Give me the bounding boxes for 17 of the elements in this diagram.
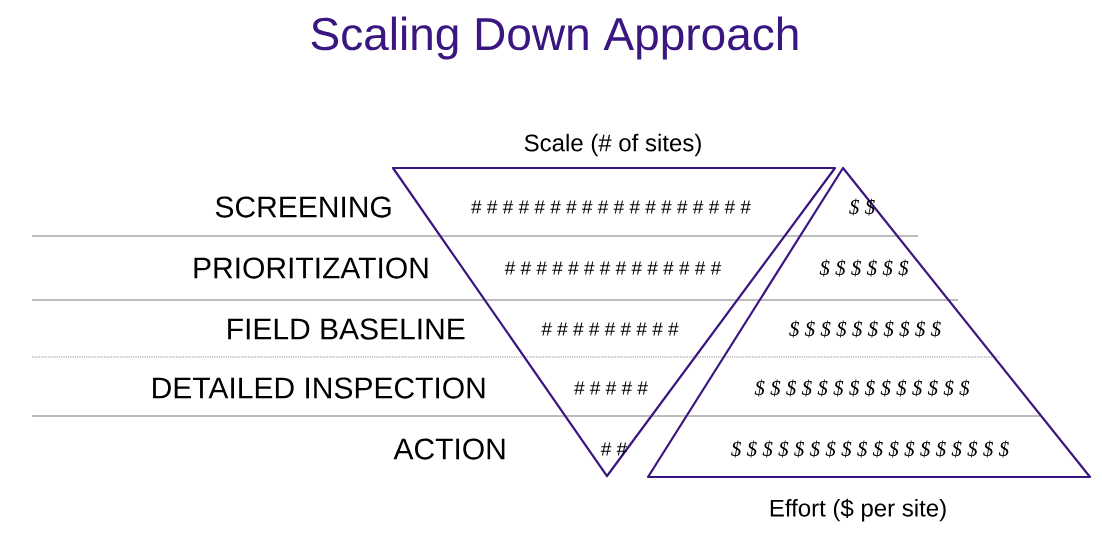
- symbol-row: # #: [600, 442, 628, 456]
- symbol-row: $ $: [849, 198, 875, 216]
- symbol-row: $ $ $ $ $ $: [819, 259, 909, 277]
- symbol-row: # # # # # # # # # # # # # # # # # #: [471, 200, 751, 214]
- symbol-row: # # # # # # # # # # # # # #: [504, 261, 722, 275]
- heading: Scale (# of sites): [524, 133, 701, 157]
- stage-label: PRIORITIZATION: [194, 257, 428, 279]
- symbol-row: $ $ $ $ $ $ $ $ $ $ $ $ $ $ $ $ $ $: [731, 440, 1009, 458]
- stage-label: DETAILED INSPECTION: [153, 377, 485, 399]
- title: Scaling Down Approach: [311, 16, 798, 60]
- stage-label: FIELD BASELINE: [228, 318, 465, 340]
- symbol-row: # # # # # # # # #: [541, 322, 679, 336]
- symbol-row: $ $ $ $ $ $ $ $ $ $: [789, 320, 941, 338]
- heading: Effort ($ per site): [770, 498, 946, 522]
- symbol-row: # # # # #: [574, 381, 648, 395]
- symbol-row: $ $ $ $ $ $ $ $ $ $ $ $ $ $: [754, 379, 970, 397]
- stage-label: ACTION: [393, 438, 505, 460]
